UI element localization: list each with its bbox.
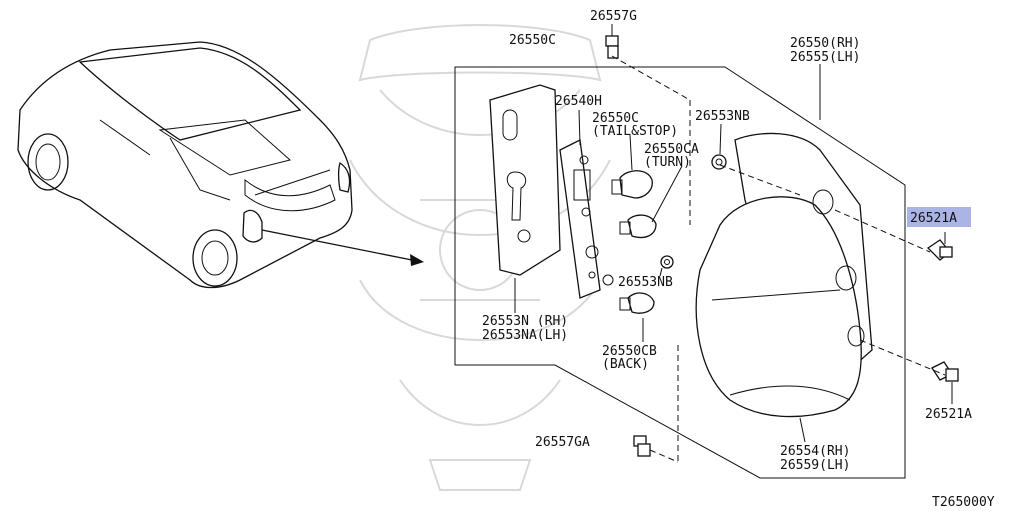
label-assembly[interactable]: 26550C <box>509 33 556 48</box>
label-socket[interactable]: 26540H <box>555 94 602 109</box>
label-bulb-tail[interactable]: 26550C <box>592 111 639 126</box>
dashed-leaders <box>611 55 946 463</box>
label-bulb-turn-note: (TURN) <box>644 155 691 170</box>
clip-bottom <box>633 435 651 457</box>
label-bolt-top[interactable]: 26521A <box>910 211 957 226</box>
bulb-tail-stop <box>611 170 653 199</box>
label-leaders <box>514 24 953 443</box>
label-bulb-back-note: (BACK) <box>602 357 649 372</box>
label-clip-top[interactable]: 26557G <box>590 9 637 24</box>
bulb-back <box>619 292 655 314</box>
label-clip-bottom[interactable]: 26557GA <box>535 435 590 450</box>
label-lens-rh[interactable]: 26554(RH) <box>780 444 850 459</box>
clip-top <box>605 35 619 59</box>
label-washer-top[interactable]: 26553NB <box>695 109 750 124</box>
label-lens-lh[interactable]: 26559(LH) <box>780 458 850 473</box>
bolt-bottom <box>931 361 959 382</box>
car-tail-lamp-marker <box>242 209 263 243</box>
bolt-top <box>926 239 953 261</box>
label-lamp-lh[interactable]: 26555(LH) <box>790 50 860 65</box>
label-gasket-lh[interactable]: 26553NA(LH) <box>482 328 568 343</box>
washer-mid <box>660 255 674 269</box>
label-gasket-rh[interactable]: 26553N (RH) <box>482 314 568 329</box>
label-bulb-turn[interactable]: 26550CA <box>644 142 699 157</box>
figure-code: T265000Y <box>932 495 995 510</box>
watermark-emblem <box>349 24 611 491</box>
assembly-frame <box>454 66 906 479</box>
highlight-box[interactable] <box>907 207 971 227</box>
label-bulb-tail-note: (TAIL&STOP) <box>592 124 678 139</box>
label-bolt-bottom[interactable]: 26521A <box>925 407 972 422</box>
lamp-housing <box>695 132 873 418</box>
bulb-turn <box>619 214 657 239</box>
gasket-part <box>489 84 561 276</box>
label-washer-mid[interactable]: 26553NB <box>618 275 673 290</box>
socket-part <box>559 139 614 299</box>
car-illustration <box>17 41 424 289</box>
label-bulb-back[interactable]: 26550CB <box>602 344 657 359</box>
label-lamp-rh[interactable]: 26550(RH) <box>790 36 860 51</box>
